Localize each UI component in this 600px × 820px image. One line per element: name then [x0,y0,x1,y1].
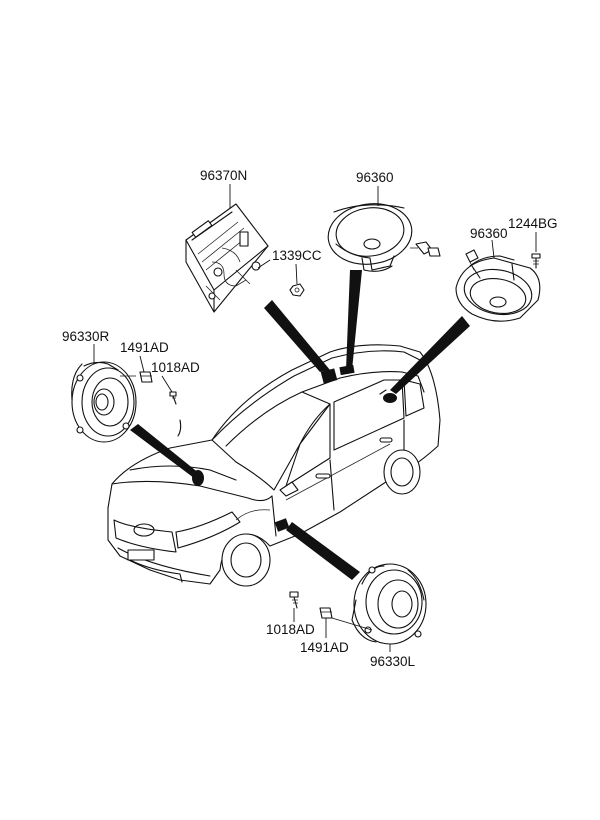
rear-shelf-spot-left [320,368,338,384]
pointer-wedges [130,270,470,580]
label-96370n: 96370N [200,168,247,183]
clip-1491ad-right [139,371,153,383]
rear-speaker-right-part [455,249,541,322]
label-1018ad-right: 1018AD [151,360,200,375]
screw-1244bg [531,253,541,269]
label-96330l: 96330L [370,654,416,669]
amplifier-part [185,203,269,313]
front-speaker-right-part [71,361,137,443]
part-labels: 96370N 1339CC 96360 96360 1244BG 96330R … [62,168,558,669]
label-96330r: 96330R [62,329,110,344]
rear-speaker-left-part [327,203,441,272]
front-speaker-left-part [351,563,427,645]
label-1339cc: 1339CC [272,248,322,263]
label-96360-left: 96360 [356,170,394,185]
rear-shelf-spot-right [383,393,397,403]
nut-1339cc [289,283,305,297]
label-1244bg: 1244BG [508,216,558,231]
label-1491ad-left: 1491AD [300,640,349,655]
label-96360-right: 96360 [470,226,508,241]
screw-1018ad-left [289,591,299,609]
leader-lines [93,184,537,652]
label-1491ad-right: 1491AD [120,340,169,355]
front-left-door-spot [274,518,290,532]
clip-1491ad-left [319,607,333,619]
label-1018ad-left: 1018AD [266,622,315,637]
screw-1018ad-right [169,391,177,405]
car-illustration [107,344,441,587]
